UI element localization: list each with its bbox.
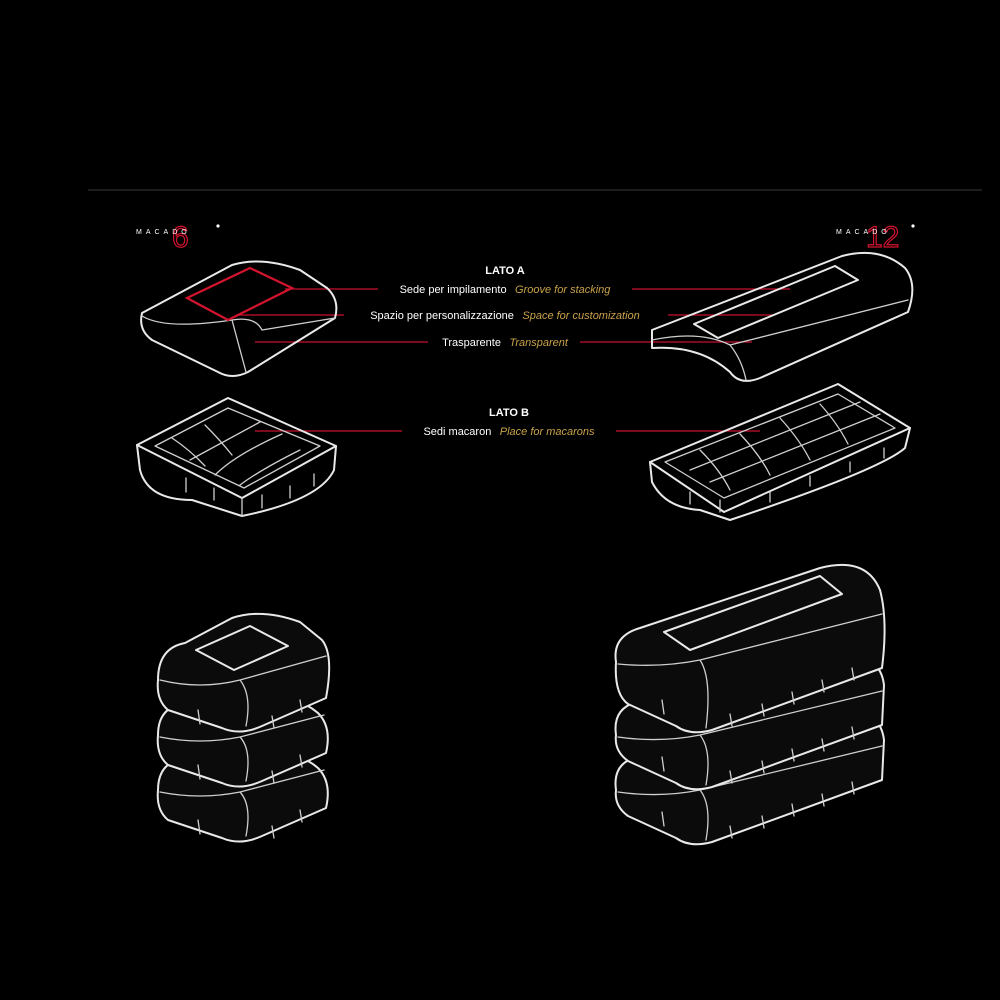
- tray-12-illustration: [649, 383, 911, 521]
- label-groove: Sede per impilamento Groove for stacking: [400, 280, 612, 297]
- brand-count-6: 6: [172, 221, 189, 254]
- brand-mark-6: 6 MACADO: [136, 220, 220, 255]
- stack-12-illustration: [614, 563, 886, 846]
- brand-count-12: 12: [866, 221, 899, 254]
- registered-mark: [216, 224, 220, 228]
- stack-6-illustration: [156, 612, 331, 843]
- customization-area-6: [184, 266, 295, 322]
- lid-6-illustration: [140, 260, 338, 377]
- label-customization: Spazio per personalizzazione Space for c…: [370, 306, 640, 323]
- registered-mark: [911, 224, 915, 228]
- callout-lines: [236, 288, 790, 432]
- tray-6-illustration: [136, 397, 337, 517]
- brand-name-6: MACADO: [136, 229, 191, 236]
- lid-12-illustration: [651, 251, 914, 382]
- brand-name-12: MACADO: [836, 229, 891, 236]
- label-transparent: Trasparente Transparent: [442, 333, 569, 350]
- brand-mark-12: 12 MACADO: [836, 220, 915, 255]
- customization-area-12: [693, 265, 859, 339]
- side-a-heading: LATO A: [485, 265, 525, 277]
- label-macaron-places: Sedi macaron Place for macarons: [423, 422, 595, 439]
- stack-6-top-window: [195, 625, 289, 671]
- stack-12-top-window: [663, 575, 843, 651]
- side-b-heading: LATO B: [489, 407, 529, 419]
